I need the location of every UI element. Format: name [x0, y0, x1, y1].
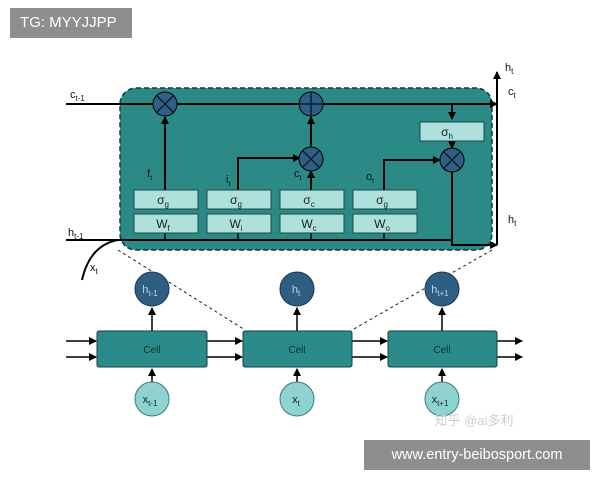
svg-text:xt+1: xt+1: [432, 394, 449, 408]
input-node-3: xt+1: [424, 381, 460, 417]
weight-box-1: Wf: [133, 213, 199, 234]
gate-label-c: ct: [294, 168, 302, 182]
svg-text:Wo: Wo: [374, 217, 390, 233]
svg-text:Cell: Cell: [143, 345, 160, 356]
svg-text:Wc: Wc: [301, 217, 316, 233]
output-gate-line: [383, 156, 441, 190]
gate-label-f: ft: [147, 168, 152, 182]
cell-box-3: Cell: [387, 330, 498, 368]
gate-label-i: it: [226, 174, 230, 188]
zoom-line-left: [117, 249, 246, 331]
svg-text:Wf: Wf: [156, 217, 170, 233]
svg-text:σg: σg: [376, 193, 388, 209]
gate-label-o: ot: [366, 171, 374, 185]
input-node-2: xt: [279, 381, 315, 417]
weight-box-4: Wo: [352, 213, 418, 234]
sigma-h-box: [419, 121, 485, 142]
h-top-label: ht: [505, 62, 514, 76]
cell-box-2: Cell: [242, 330, 353, 368]
sigma-box-1: σg: [133, 189, 199, 210]
svg-text:σg: σg: [230, 193, 242, 209]
svg-text:Cell: Cell: [433, 345, 450, 356]
sigma-box-4: σg: [352, 189, 418, 210]
output-multiply-op: [439, 147, 465, 173]
svg-text:xt-1: xt-1: [143, 394, 158, 408]
cell-box-1: Cell: [96, 330, 208, 368]
svg-text:ht: ht: [292, 284, 301, 298]
weight-box-3: Wc: [279, 213, 345, 234]
forget-multiply-op: [152, 91, 178, 117]
c-prev-label: ct-1: [70, 89, 85, 103]
hidden-node-2: ht: [279, 271, 315, 307]
sigma-h-label: σh: [441, 125, 453, 141]
c-out-label: ct: [508, 86, 517, 100]
h-right-label: ht: [508, 214, 517, 228]
watermark: 知乎 @ai多利: [435, 413, 514, 428]
sigma-box-3: σc: [279, 189, 345, 210]
input-node-1: xt-1: [134, 381, 170, 417]
cell-add-op: [298, 91, 324, 117]
h-prev-label: ht-1: [68, 227, 84, 241]
hidden-node-1: ht-1: [134, 271, 170, 307]
input-gate-line: [237, 154, 301, 190]
weight-box-2: Wi: [206, 213, 272, 234]
hidden-node-3: ht+1: [424, 271, 460, 307]
svg-text:Wi: Wi: [229, 217, 242, 233]
tag-label: TG: MYYJJPP: [10, 8, 132, 38]
x-in-label: xt: [90, 262, 99, 276]
svg-text:xt: xt: [292, 394, 301, 408]
svg-text:σc: σc: [303, 193, 314, 209]
x-input-curve: [81, 239, 119, 281]
svg-text:ht+1: ht+1: [431, 284, 449, 298]
svg-text:σg: σg: [157, 193, 169, 209]
input-multiply-op: [298, 146, 324, 172]
url-label: www.entry-beibosport.com: [364, 440, 590, 470]
svg-text:ht-1: ht-1: [142, 284, 158, 298]
sigma-box-2: σg: [206, 189, 272, 210]
zoom-line-right: [351, 249, 493, 331]
svg-text:Cell: Cell: [288, 345, 305, 356]
